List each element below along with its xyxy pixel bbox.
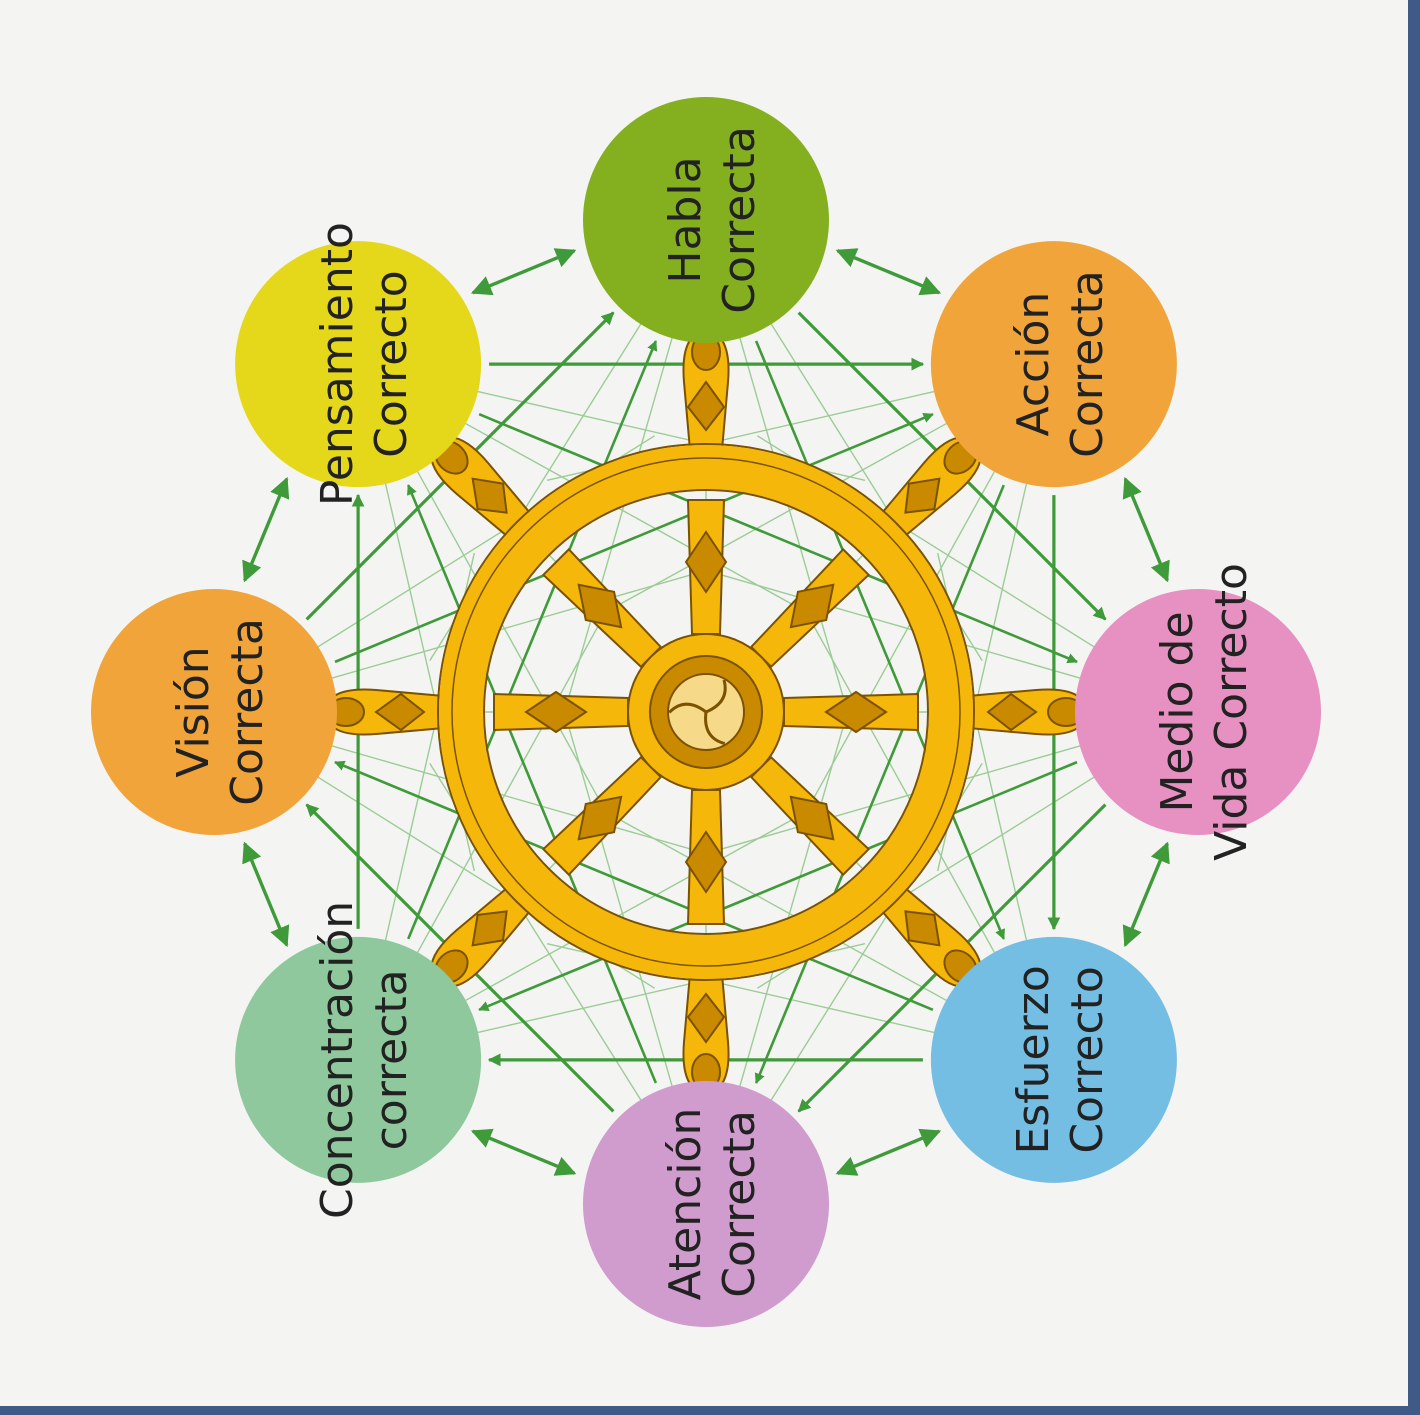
- outer-arrow: [245, 479, 287, 581]
- node-label-line: Correcta: [714, 1110, 765, 1298]
- node-accion: AcciónCorrecta: [931, 241, 1177, 487]
- node-label-line: Correcta: [714, 126, 765, 314]
- outer-arrow: [838, 1131, 940, 1173]
- node-label-line: Habla: [660, 156, 711, 283]
- node-label-line: Correcto: [366, 270, 417, 458]
- node-habla: HablaCorrecta: [583, 97, 829, 343]
- outer-arrow: [245, 844, 287, 946]
- node-label-line: Correcta: [1062, 270, 1113, 458]
- node-label-line: Acción: [1008, 292, 1059, 437]
- node-label-line: Esfuerzo: [1008, 965, 1059, 1154]
- outer-arrow: [1125, 844, 1167, 946]
- outer-arrow: [473, 1131, 575, 1173]
- node-esfuerzo: EsfuerzoCorrecto: [931, 937, 1177, 1183]
- node-label-line: Medio de: [1152, 611, 1203, 812]
- node-label-line: Pensamiento: [312, 222, 363, 506]
- node-label-line: Vida Correcto: [1206, 563, 1257, 861]
- outer-arrow: [838, 251, 940, 293]
- node-medio: Medio deVida Correcto: [1075, 563, 1321, 861]
- outer-arrow: [1125, 479, 1167, 581]
- node-label-line: Concentración: [312, 901, 363, 1219]
- node-label-line: Correcto: [1062, 966, 1113, 1154]
- node-atencion: AtenciónCorrecta: [583, 1081, 829, 1327]
- node-label-line: Visión: [168, 646, 219, 777]
- node-vision: VisiónCorrecta: [91, 589, 337, 835]
- node-label-line: Correcta: [222, 618, 273, 806]
- node-label-line: Atención: [660, 1108, 711, 1301]
- outer-arrow: [473, 251, 575, 293]
- node-label-line: correcta: [366, 969, 417, 1150]
